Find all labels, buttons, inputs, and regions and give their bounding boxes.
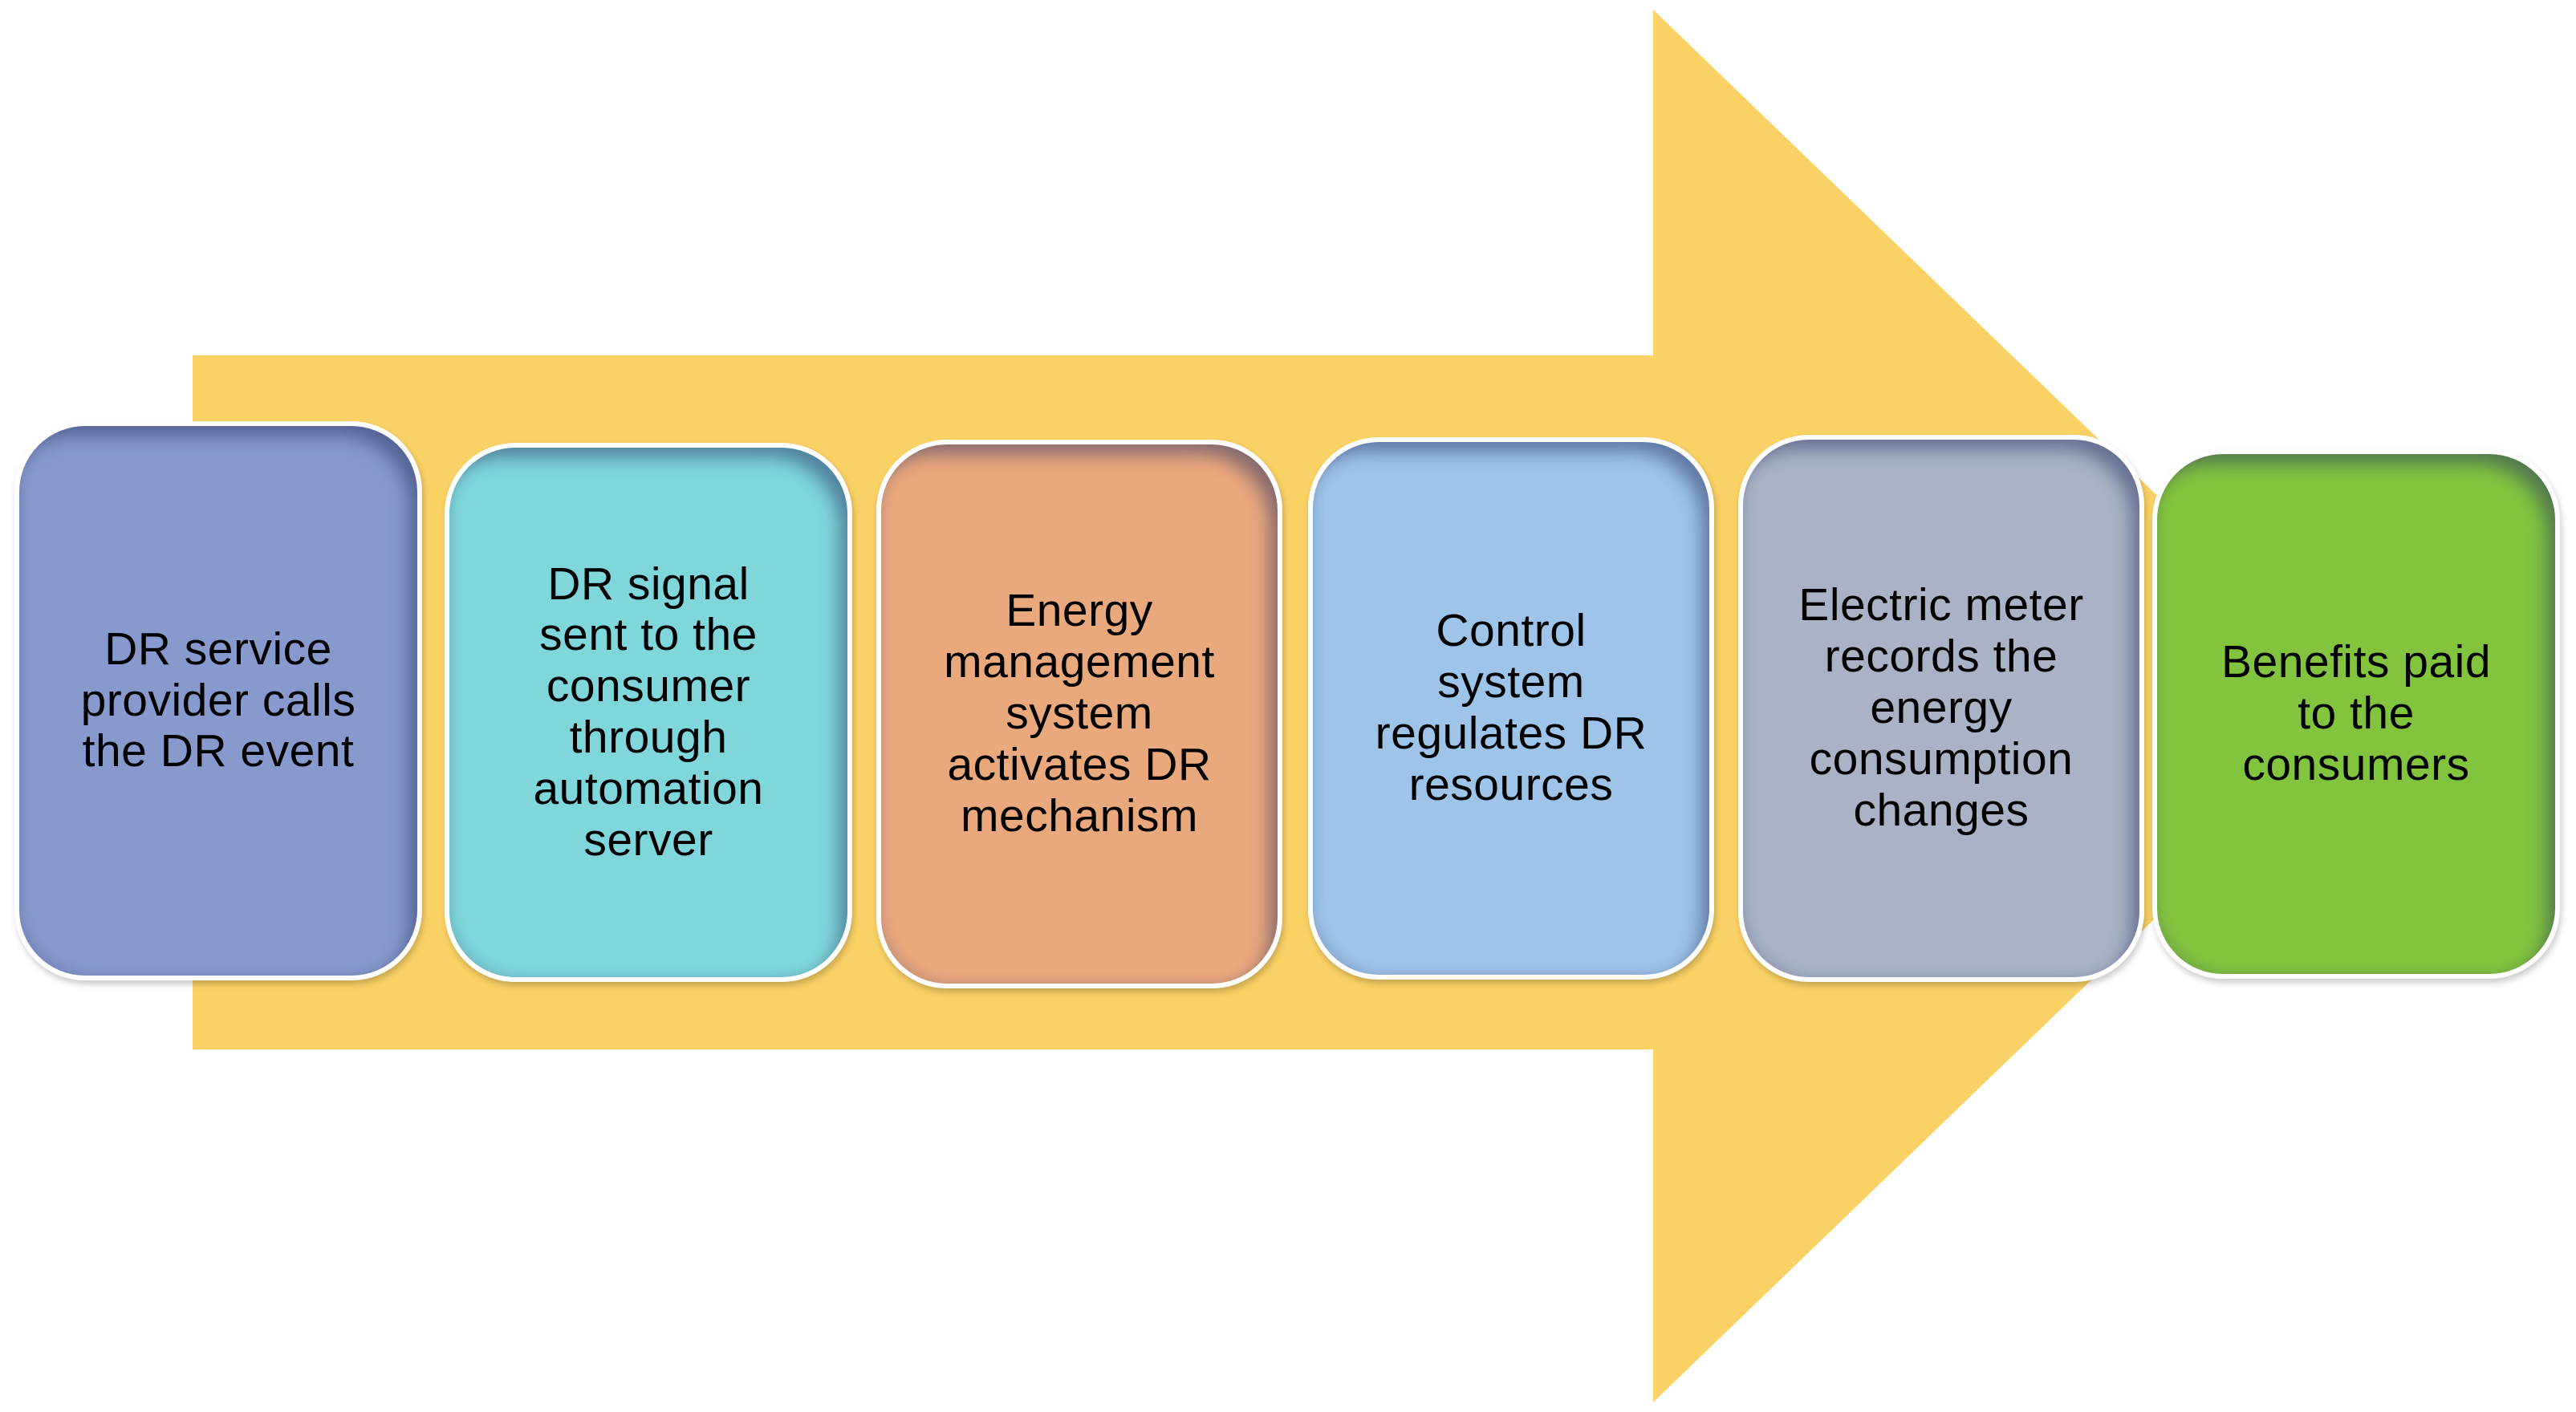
step-box-energy-management: Energy management system activates DR me… bbox=[876, 440, 1282, 988]
step-box-electric-meter: Electric meter records the energy consum… bbox=[1738, 435, 2144, 982]
step-label: Benefits paid to the consumers bbox=[2220, 636, 2492, 790]
step-box-benefits-paid: Benefits paid to the consumers bbox=[2152, 449, 2560, 979]
step-box-dr-signal-sent: DR signal sent to the consumer through a… bbox=[445, 443, 852, 982]
step-label: DR signal sent to the consumer through a… bbox=[533, 558, 764, 866]
step-label: DR service provider calls the DR event bbox=[80, 623, 356, 777]
step-box-control-system: Control system regulates DR resources bbox=[1308, 437, 1714, 980]
step-label: Electric meter records the energy consum… bbox=[1798, 579, 2084, 836]
step-label: Energy management system activates DR me… bbox=[944, 585, 1215, 842]
arrow-right-polygon bbox=[193, 10, 2375, 1402]
step-label: Control system regulates DR resources bbox=[1375, 605, 1648, 810]
step-box-dr-service-provider: DR service provider calls the DR event bbox=[14, 421, 422, 980]
